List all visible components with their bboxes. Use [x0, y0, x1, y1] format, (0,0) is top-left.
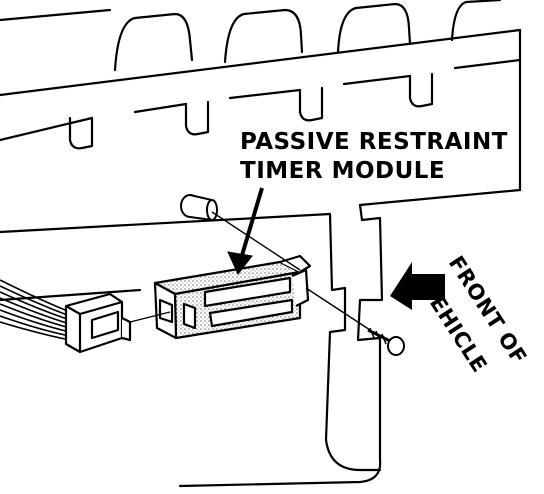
dash-panel: [0, 0, 522, 488]
timer-module: [153, 254, 312, 340]
wire-harness: [0, 279, 71, 341]
harness-connector: [64, 292, 132, 354]
callout-label-line-2: TIMER MODULE: [240, 158, 445, 184]
front-of-vehicle-arrow: [390, 262, 445, 310]
mounting-screw: [367, 327, 405, 356]
alignment-lines: [129, 211, 371, 331]
callout-label-line-1: PASSIVE RESTRAINT: [240, 129, 508, 155]
callout-arrow: [227, 187, 264, 275]
fastener-cap: [180, 194, 218, 222]
